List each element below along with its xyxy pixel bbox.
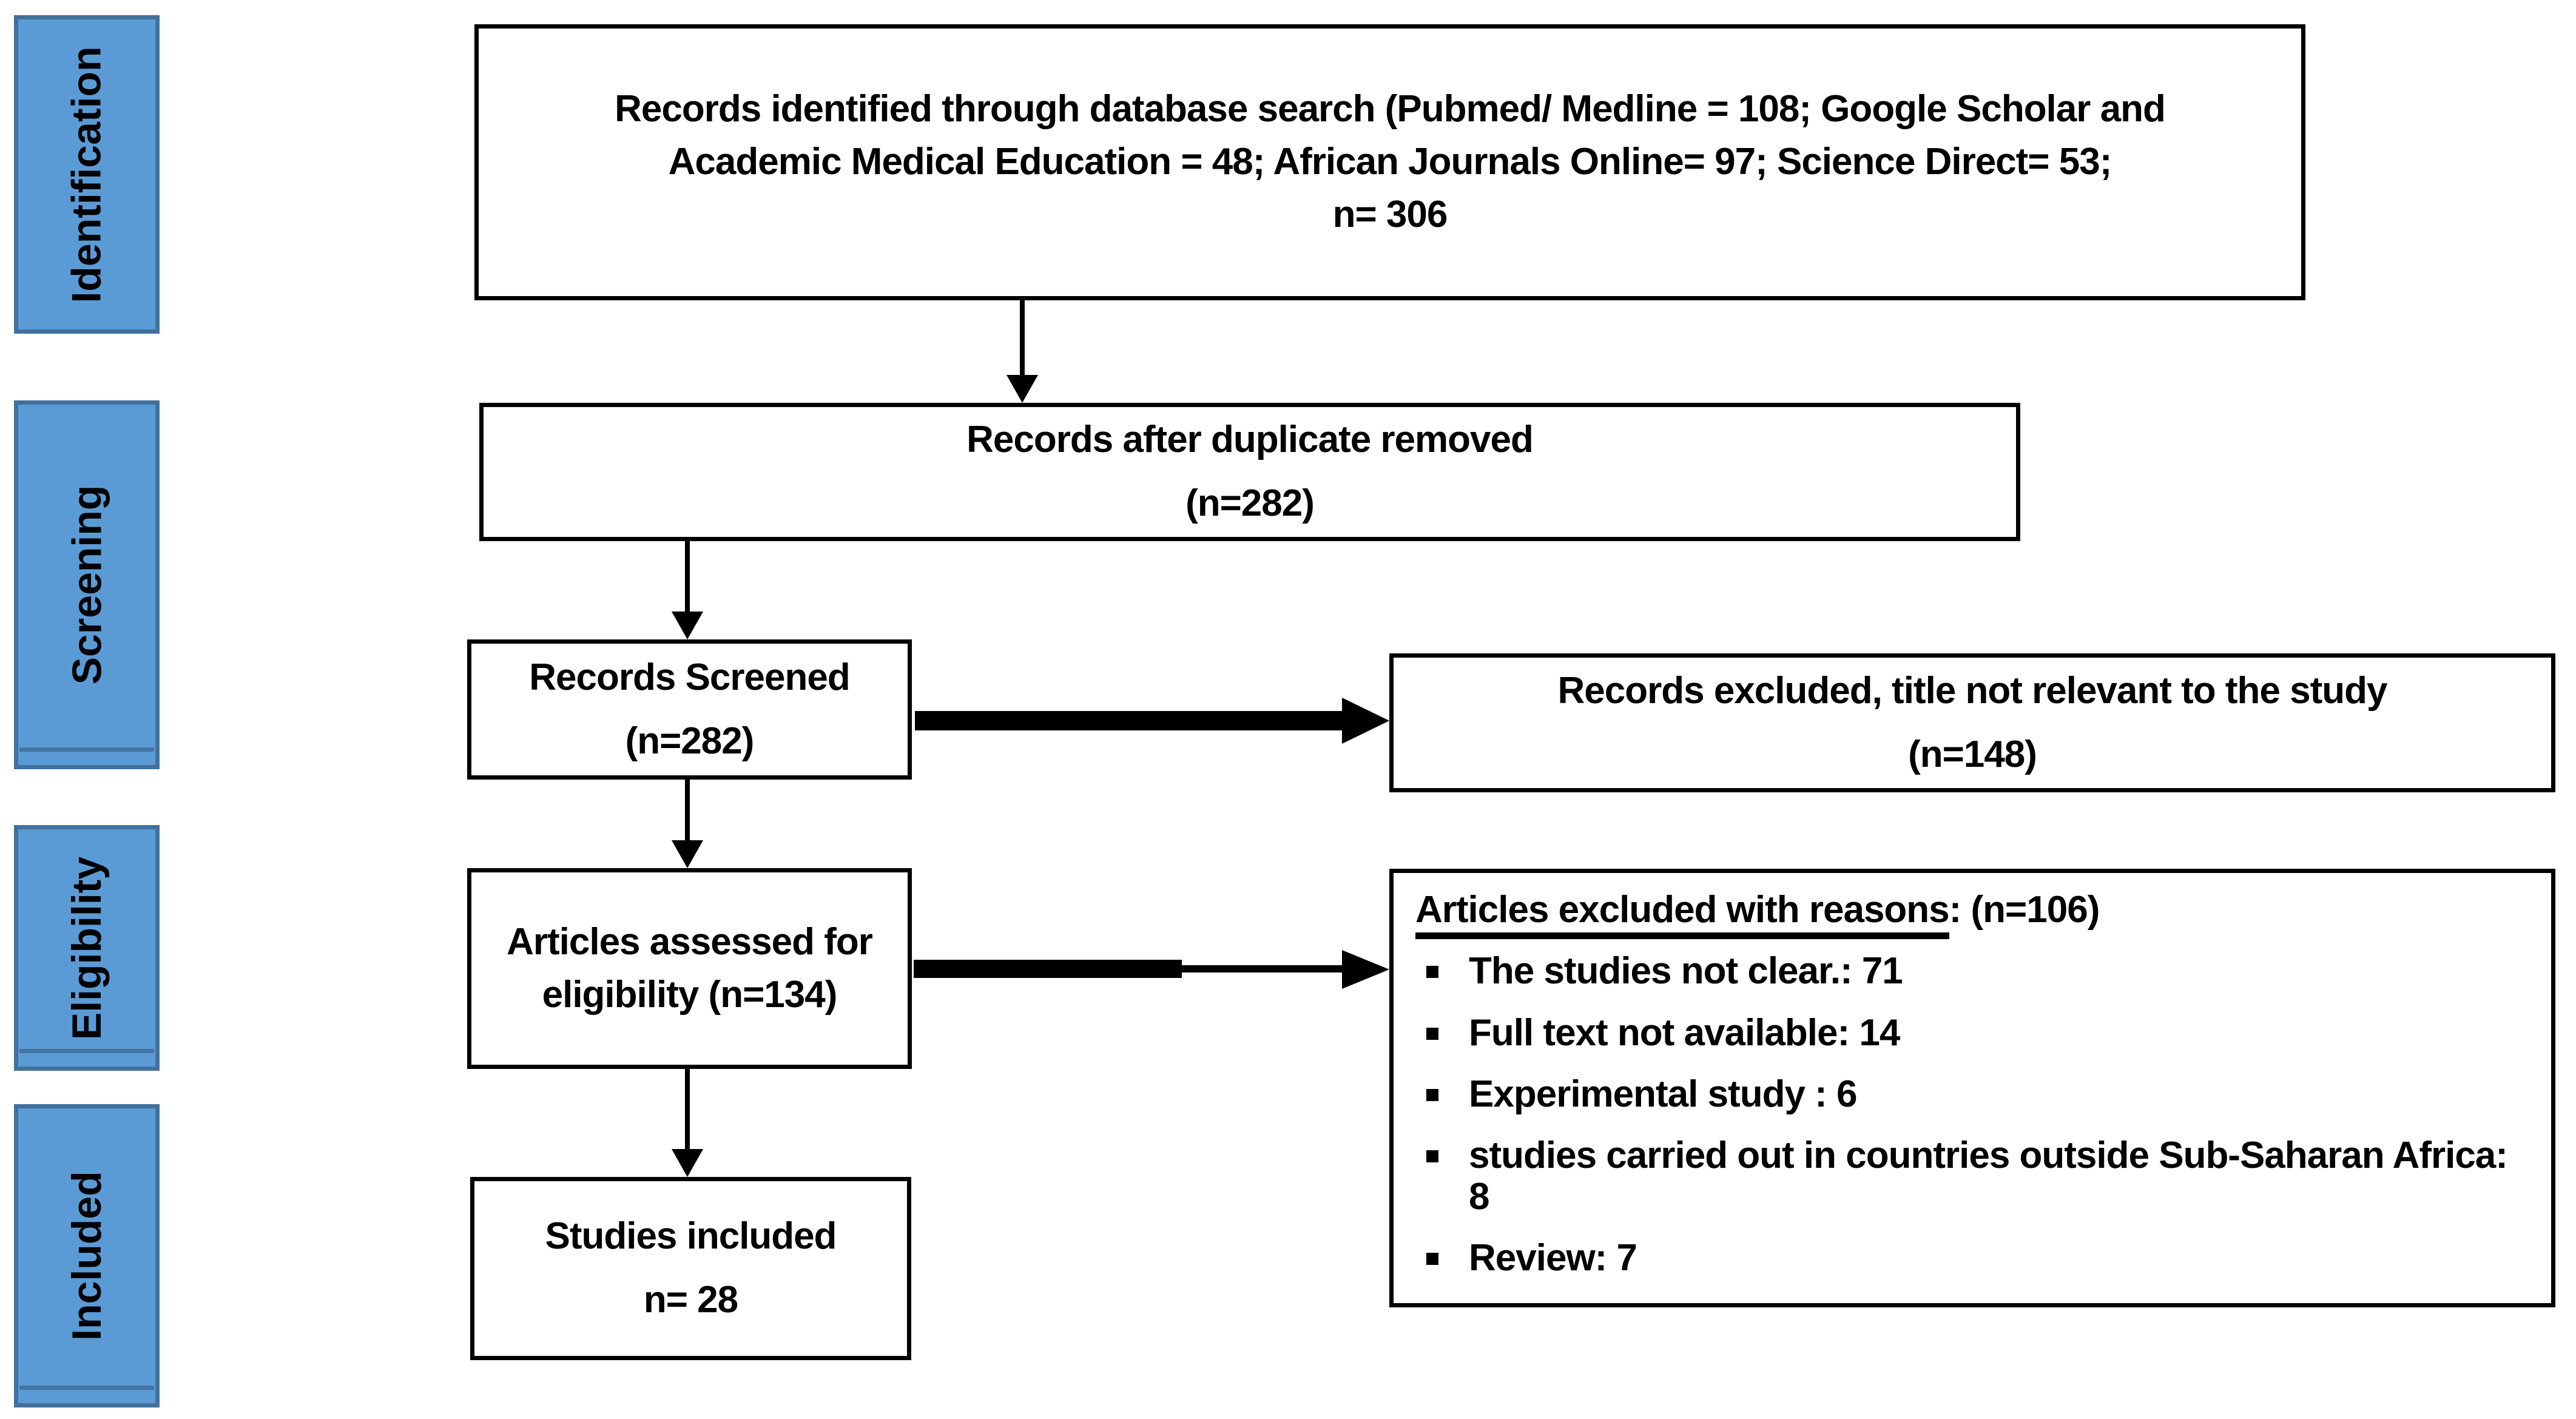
articles-assessed-line2: eligibility (n=134)	[542, 973, 838, 1016]
records-excluded-text: Records excluded, title not relevant to …	[1557, 669, 2388, 712]
arrow-assessed-to-reasons-thick-bar	[914, 960, 1182, 978]
arrow-screened-to-assessed-line	[685, 778, 690, 841]
square-bullet-icon	[1426, 1253, 1438, 1266]
stage-bar-identification: Identification	[14, 15, 160, 334]
articles-assessed-line1: Articles assessed for	[507, 920, 873, 963]
duplicates-removed-box: Records after duplicate removed (n=282)	[479, 403, 2020, 541]
arrow-screened-to-excluded-head	[1342, 698, 1389, 744]
studies-included-count: n= 28	[643, 1279, 738, 1321]
arrow-screened-to-assessed-head	[672, 840, 703, 868]
arrow-screened-to-excluded-bar	[915, 711, 1343, 730]
arrow-assessed-to-included-line	[685, 1068, 690, 1150]
stage-bar-included: Included	[14, 1104, 160, 1407]
records-identified-box: Records identified through database sear…	[474, 24, 2305, 300]
arrow-duplicates-to-screened-line	[685, 540, 690, 614]
studies-included-box: Studies included n= 28	[470, 1177, 911, 1360]
stage-label-identification: Identification	[64, 46, 110, 303]
exclusion-reason-item: The studies not clear.: 71	[1426, 951, 2529, 992]
exclusion-reason-text: Review: 7	[1469, 1237, 1637, 1279]
records-screened-box: Records Screened (n=282)	[467, 639, 912, 780]
records-screened-count: (n=282)	[625, 720, 755, 762]
duplicates-removed-text: Records after duplicate removed	[966, 419, 1534, 461]
articles-excluded-reasons-heading-count: : (n=106)	[1949, 889, 2100, 931]
records-identified-count: n= 306	[1332, 193, 1448, 235]
articles-assessed-box: Articles assessed for eligibility (n=134…	[467, 868, 912, 1069]
studies-included-text: Studies included	[545, 1215, 837, 1258]
records-excluded-box: Records excluded, title not relevant to …	[1389, 653, 2555, 792]
arrow-identified-to-duplicates-head	[1006, 375, 1038, 403]
records-screened-text: Records Screened	[529, 656, 850, 698]
duplicates-removed-count: (n=282)	[1185, 482, 1315, 524]
square-bullet-icon	[1426, 1150, 1438, 1162]
arrow-assessed-to-reasons-thin-bar	[1182, 965, 1343, 972]
exclusion-reason-item: Review: 7	[1426, 1238, 2529, 1279]
records-excluded-count: (n=148)	[1908, 733, 2037, 775]
stage-bar-eligibility: Eligibility	[14, 825, 160, 1071]
records-identified-line1: Records identified through database sear…	[615, 88, 2166, 130]
exclusion-reason-item: studies carried out in countries outside…	[1426, 1134, 2529, 1218]
arrow-duplicates-to-screened-head	[672, 612, 703, 639]
exclusion-reason-text: studies carried out in countries outside…	[1469, 1134, 2508, 1218]
stage-label-screening: Screening	[64, 485, 110, 685]
stage-label-eligibility: Eligibility	[64, 856, 110, 1040]
exclusion-reason-text: The studies not clear.: 71	[1469, 950, 1903, 993]
exclusion-reason-item: Full text not available: 14	[1426, 1011, 2529, 1054]
arrow-identified-to-duplicates-line	[1020, 299, 1025, 377]
square-bullet-icon	[1426, 1088, 1438, 1101]
square-bullet-icon	[1426, 966, 1438, 979]
arrow-assessed-to-included-head	[672, 1149, 703, 1177]
articles-excluded-reasons-box: Articles excluded with reasons: (n=106) …	[1389, 869, 2555, 1307]
articles-excluded-reasons-heading-underlined: Articles excluded with reasons	[1415, 889, 1950, 939]
articles-excluded-reasons-heading: Articles excluded with reasons: (n=106)	[1415, 888, 2529, 939]
exclusion-reason-text: Full text not available: 14	[1469, 1011, 1900, 1054]
exclusion-reason-item: Experimental study : 6	[1426, 1073, 2529, 1115]
arrow-assessed-to-reasons-head	[1342, 950, 1389, 989]
stage-label-included: Included	[64, 1171, 110, 1341]
exclusion-reasons-list: The studies not clear.: 71 Full text not…	[1415, 951, 2529, 1279]
stage-bar-screening: Screening	[14, 400, 160, 769]
square-bullet-icon	[1426, 1027, 1438, 1040]
exclusion-reason-text: Experimental study : 6	[1469, 1073, 1858, 1115]
records-identified-line2: Academic Medical Education = 48; African…	[668, 141, 2112, 183]
